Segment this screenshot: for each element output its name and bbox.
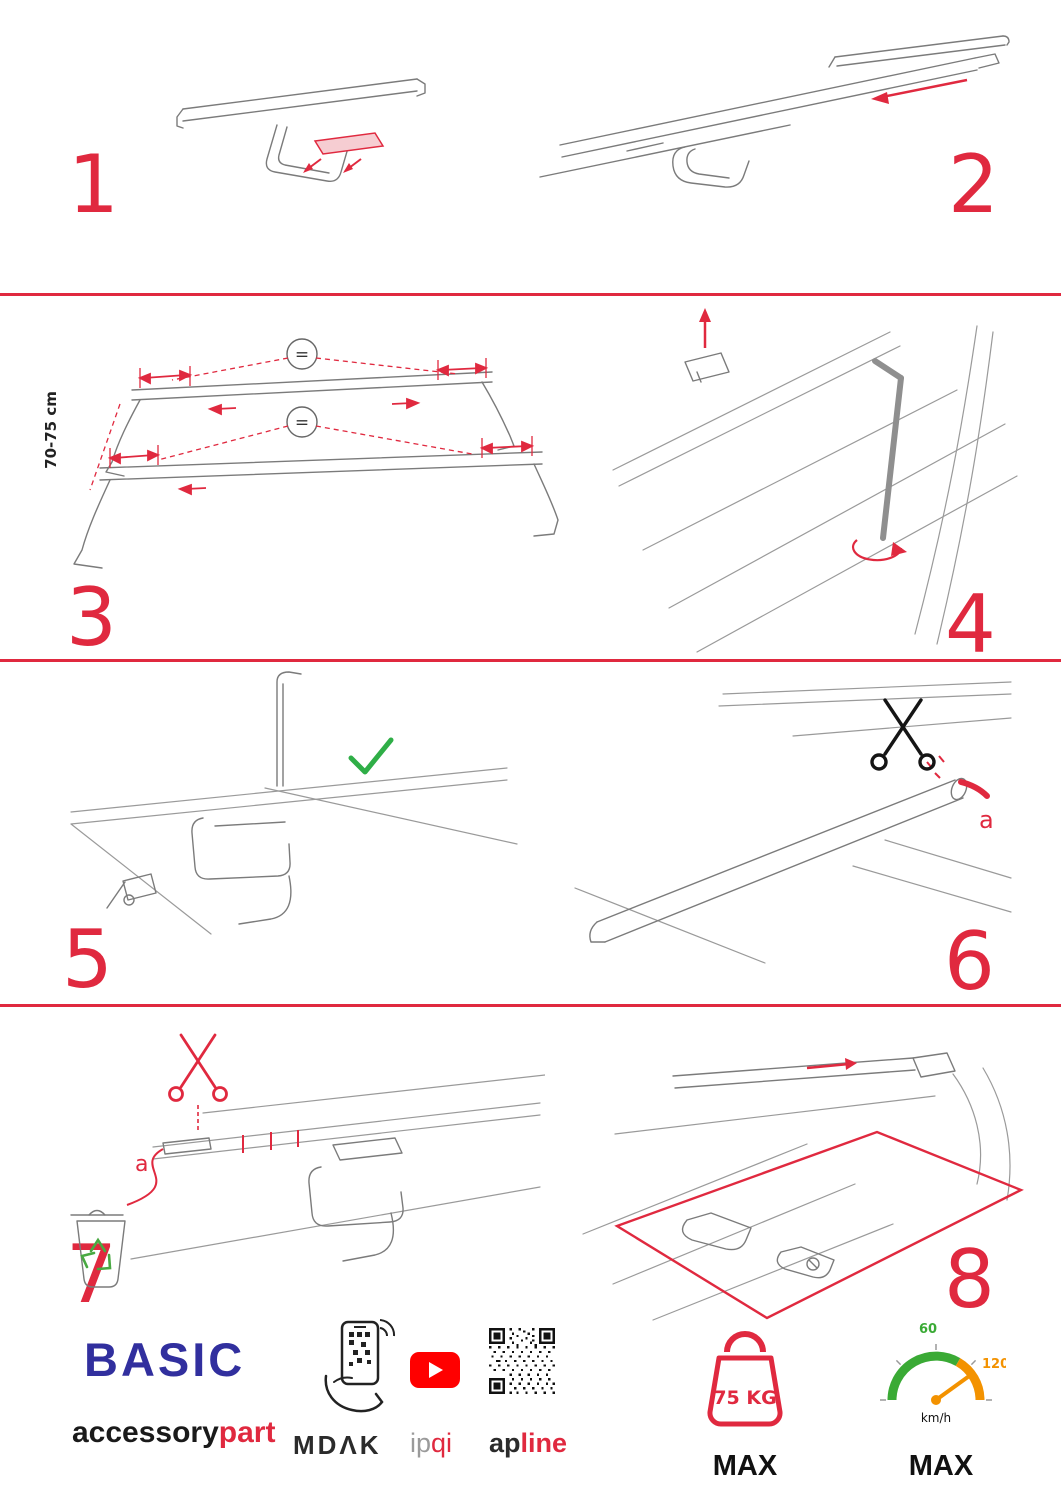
step-2-number: 2 <box>948 138 999 231</box>
qr-code-icon <box>489 1328 555 1394</box>
weight-value-label: 75 KG <box>713 1387 776 1409</box>
slide-arrow <box>806 1058 857 1070</box>
partner-mdak-label: MDΛK <box>293 1430 382 1460</box>
scissors-icon <box>870 698 936 771</box>
youtube-icon <box>410 1352 460 1388</box>
part-a-label: a <box>979 806 994 834</box>
cut-strip-piece <box>162 1137 212 1155</box>
step-1-illustration <box>176 78 426 182</box>
speed-low-label: 60 <box>919 1322 937 1337</box>
ipqi-qi-text: qi <box>431 1428 453 1458</box>
step-8-illustration <box>582 1052 1024 1321</box>
allen-key-icon <box>872 358 904 541</box>
scissors-icon-red <box>168 1033 228 1102</box>
step-5-illustration <box>70 671 518 935</box>
speed-max-label: MAX <box>908 1450 974 1482</box>
highlight-frame <box>614 1130 1024 1320</box>
apline-ap-text: ap <box>489 1428 521 1458</box>
speed-unit-label: km/h <box>921 1411 951 1425</box>
measure-ticks <box>109 358 533 468</box>
weight-max-label: MAX <box>712 1450 778 1482</box>
slide-arrow <box>871 78 968 104</box>
step-5-number: 5 <box>62 913 113 1006</box>
discard-ribbon <box>126 1148 164 1206</box>
section-divider-2 <box>0 659 1061 662</box>
step-8-number: 8 <box>944 1233 995 1326</box>
trash-bin-icon <box>70 1209 126 1288</box>
weight-limit-icon: 75 KG <box>707 1331 783 1427</box>
partner-apline-label: apline <box>489 1428 567 1459</box>
bar-distance-label: 70-75 cm <box>42 391 60 469</box>
brand-part-text: part <box>218 1416 276 1449</box>
step-3-illustration: = = 70-75 cm <box>42 338 559 569</box>
ipqi-ip-text: ip <box>410 1428 432 1458</box>
step-7-number: 7 <box>66 1228 117 1321</box>
measure-guide-lines <box>89 357 473 491</box>
brand-logo-basic: BASIC <box>84 1333 246 1386</box>
step-1-number: 1 <box>68 138 119 231</box>
step-4-illustration <box>612 308 1018 653</box>
insert-arrows <box>303 158 362 173</box>
recycle-icon <box>80 1237 112 1271</box>
step-6-illustration: a <box>574 681 1012 964</box>
cut-tick-marks <box>242 1130 299 1153</box>
apline-line-text: line <box>520 1428 568 1458</box>
part-a-label: a <box>135 1152 148 1177</box>
rubber-pad <box>313 132 385 155</box>
step-3-number: 3 <box>66 571 117 664</box>
pin-up-arrow <box>699 308 711 348</box>
gauge-ticks <box>880 1344 992 1401</box>
step-6-number: 6 <box>944 915 995 1008</box>
measure-arrows <box>107 362 535 496</box>
brand-accessorypart: accessorypart <box>72 1416 275 1450</box>
speed-limit-icon: 60 120 km/h <box>880 1322 1006 1425</box>
equal-spacing-rear: = <box>295 413 309 433</box>
brand-accessory-text: accessory <box>72 1416 219 1449</box>
speed-high-label: 120 <box>982 1357 1006 1372</box>
equal-spacing-front: = <box>295 345 309 365</box>
section-divider-1 <box>0 293 1061 296</box>
step-4-number: 4 <box>945 578 996 671</box>
rubber-strip-end <box>958 779 990 799</box>
step-2-illustration <box>539 35 1010 188</box>
partner-ipqi-label: ipqi <box>410 1428 452 1459</box>
phone-qr-scan-icon <box>324 1319 396 1413</box>
section-divider-3 <box>0 1004 1061 1007</box>
check-icon <box>348 737 394 775</box>
step-7-illustration: a <box>70 1033 545 1288</box>
rotate-arrow <box>852 539 907 562</box>
